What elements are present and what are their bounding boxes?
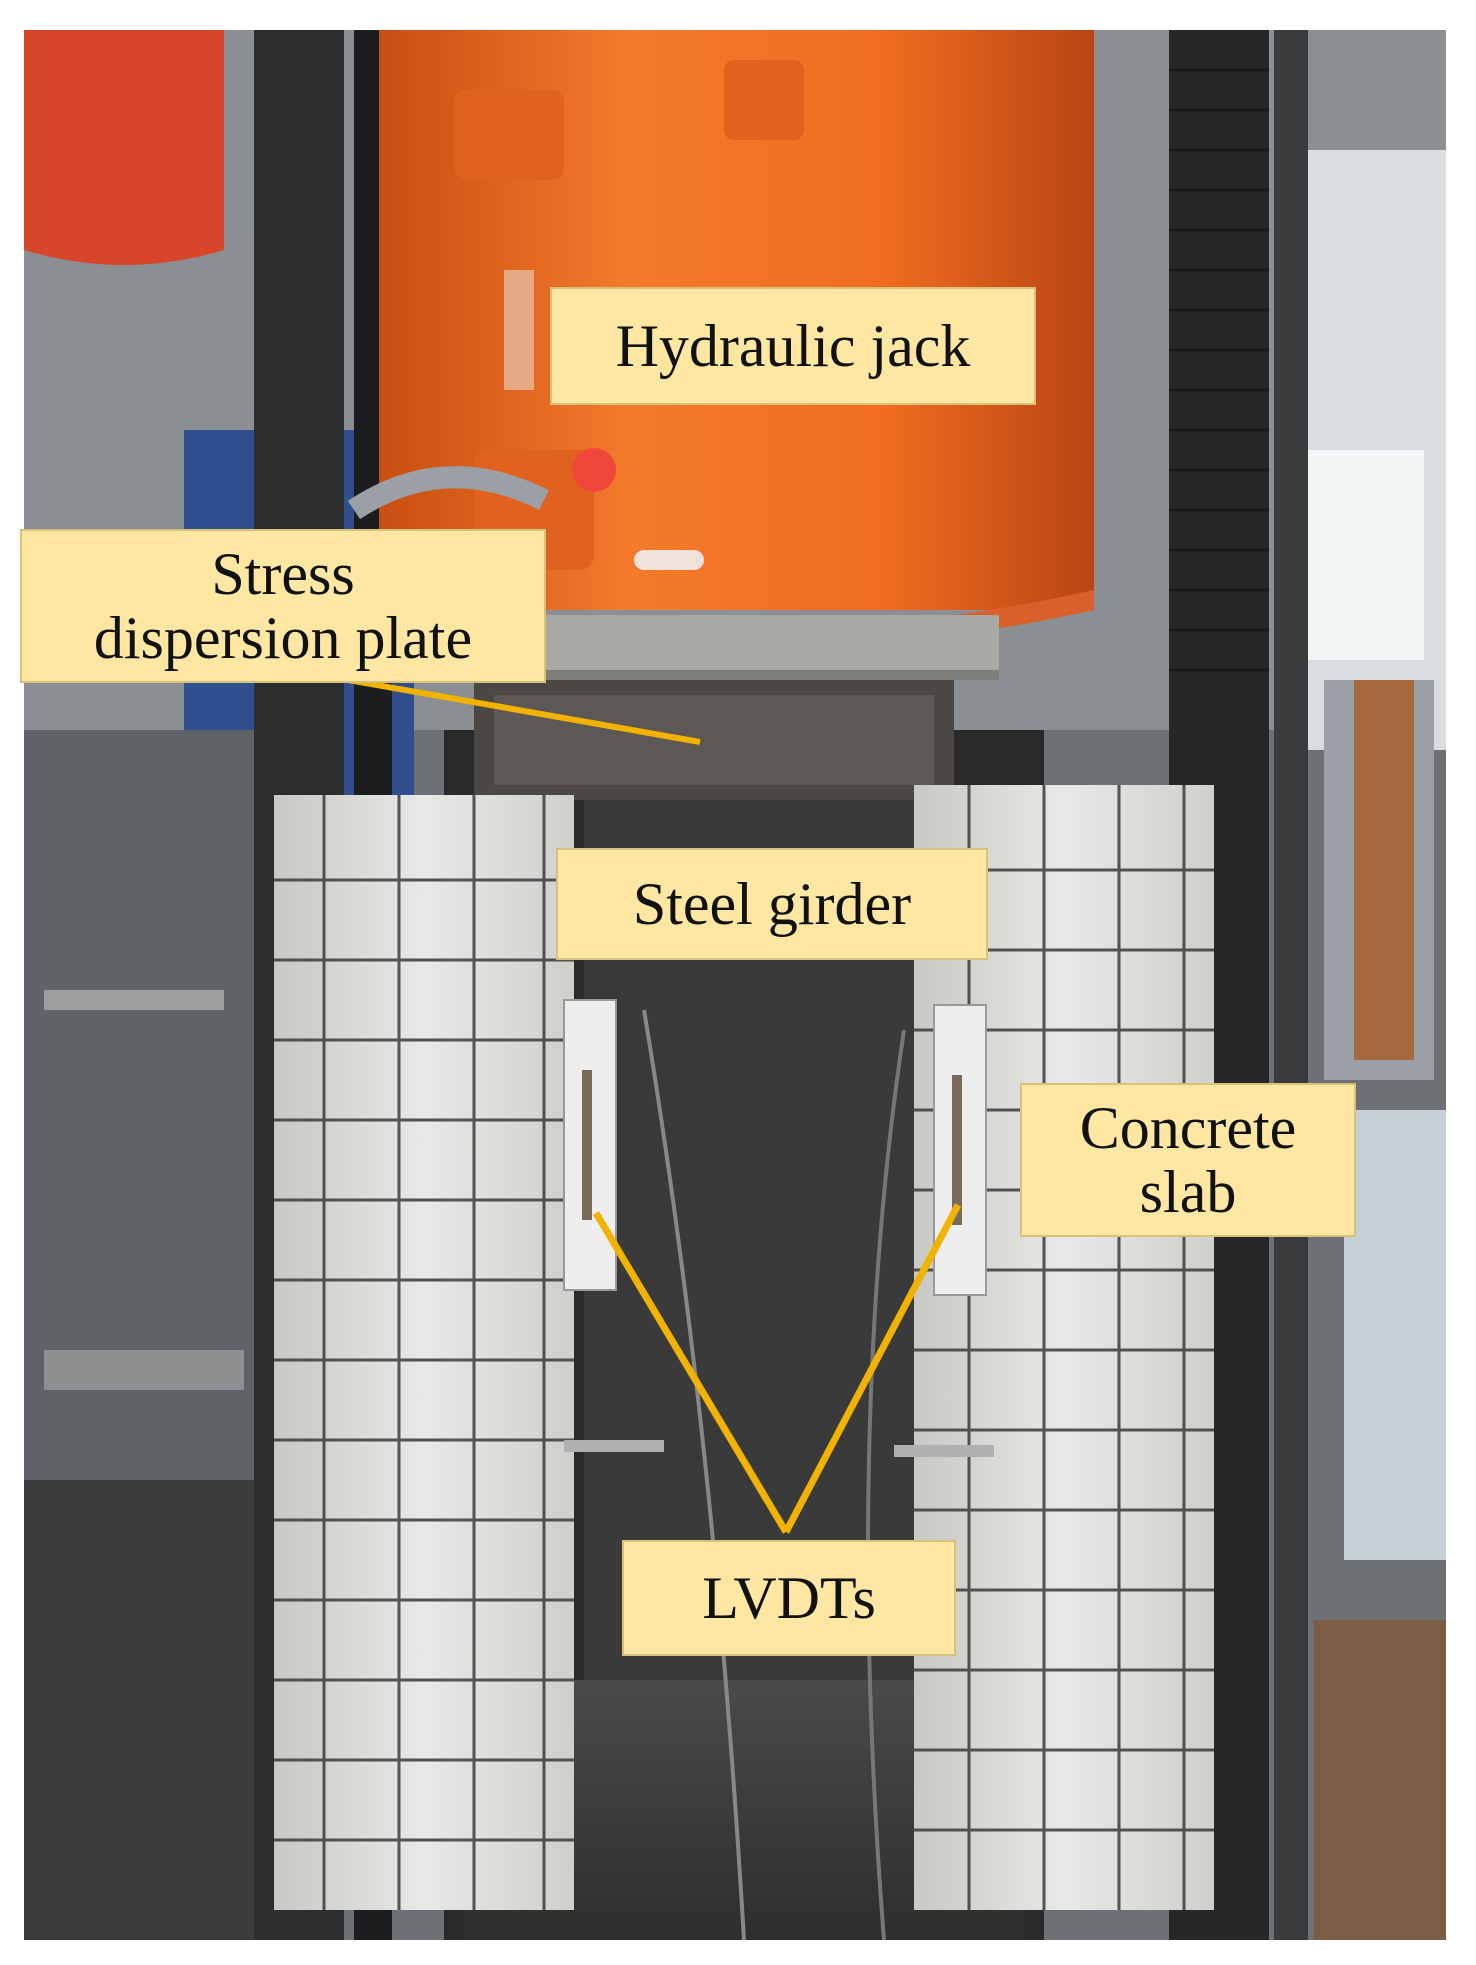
label-lvdts: LVDTs bbox=[622, 1540, 956, 1656]
label-stress-dispersion-plate: Stress dispersion plate bbox=[20, 529, 546, 683]
label-hydraulic-jack: Hydraulic jack bbox=[550, 287, 1036, 405]
label-steel-girder: Steel girder bbox=[556, 848, 988, 960]
label-concrete-slab: Concrete slab bbox=[1020, 1083, 1356, 1237]
